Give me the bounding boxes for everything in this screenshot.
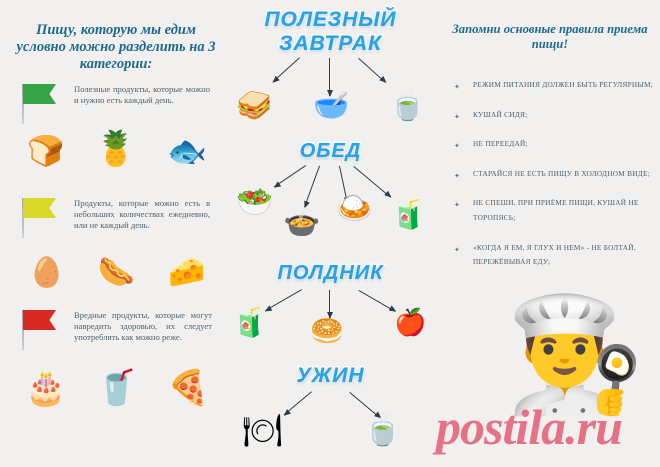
rule-item: ✦ СТАРАЙСЯ НЕ ЕСТЬ ПИЩУ В ХОЛОД­НОМ ВИДЕ… [445,167,657,182]
cola-bottle-icon: 🥤 [95,370,139,407]
bullet-icon: ✦ [454,112,461,121]
apple-icon: 🍎 [394,308,427,337]
yellow-food-row: 🥚 🌭 🧀 [12,258,222,288]
breakfast-title-line-1: ПОЛЕЗНЫЙ [228,8,433,32]
sausages-icon: 🌭 [97,256,136,289]
vegetable-salad-icon: 🥗 [236,186,274,219]
flag-cloth [23,84,56,104]
pizza-icon: 🍕 [167,370,210,407]
red-flag [18,308,64,350]
rule-item: ✦ «КОГДА Я ЕМ, Я ГЛУХ И НЕМ» - НЕ БОЛТАЙ… [445,241,657,270]
green-flag [18,82,64,124]
bullet-icon: ✦ [454,83,461,91]
breakfast-title-stroke-1: ПОЛЕЗНЫЙ [228,7,433,33]
flag-pole [22,198,24,238]
rule-item: ✦ НЕ СПЕШИ, ПРИ ПРИЁМЕ ПИЩИ, КУ­ШАЙ НЕ Т… [445,196,657,225]
eggs-icon: 🥚 [28,257,65,289]
lunch-food-row: 🥗 🍲 🍛 🧃 [228,186,433,252]
cake-icon: 🎂 [24,370,67,407]
chef-cook-character-icon: 👨‍🍳 [505,294,645,418]
orange-juice-icon: 🧃 [232,308,267,339]
flag-cloth [23,198,56,218]
breakfast-food-row: 🥪 🥣 🍵 [236,92,426,121]
left-column: Пищу, которую мы едим условно можно разд… [0,0,228,467]
green-food-row: 🍞 🍍 🐟 [12,131,222,169]
tea-cup-icon: 🍵 [364,414,402,447]
left-header: Пищу, которую мы едим условно можно разд… [16,22,216,73]
bullet-icon: ✦ [454,201,461,210]
breakfast-title-line-2: ЗАВТРАК [228,32,433,56]
breakfast-title-stroke-2: ЗАВТРАК [228,31,433,57]
snack-title-text: ПОЛДНИК [228,262,433,285]
category-green-text: Полезные продукты, кото­рые можно и нужн… [74,84,210,105]
red-food-row: 🎂 🥤 🍕 [10,372,224,406]
bullet-icon: ✦ [454,171,461,180]
fruit-bowl-icon: 🍍 [94,131,137,168]
dinner-food-row: 🍽 🍵 [228,414,433,460]
rule-item: ✦ РЕЖИМ ПИТАНИЯ ДОЛЖЕН БЫТЬ РЕ­ГУЛЯРНЫМ; [445,78,657,93]
dinner-title-stroke: УЖИН [228,363,433,389]
rule-item: ✦ НЕ ПЕРЕЕДАЙ; [445,137,657,152]
rule-text: НЕ СПЕШИ, ПРИ ПРИЁМЕ ПИЩИ, КУ­ШАЙ НЕ ТОР… [473,198,639,222]
grilled-fish-plate-icon: 🍽 [242,412,283,448]
flag-pole [22,84,24,124]
dinner-title-text: УЖИН [228,364,433,388]
cheese-icon: 🧀 [168,256,206,289]
porridge-bowl-icon: 🥣 [312,90,350,122]
borscht-soup-icon: 🍲 [283,206,321,239]
rule-text: «КОГДА Я ЕМ, Я ГЛУХ И НЕМ» - НЕ БОЛТАЙ, … [473,242,636,267]
flag-cloth [23,310,56,330]
right-header: Запомни основные прави­ла приема пищи! [452,22,648,51]
lunch-title-text: ОБЕД [228,140,433,163]
right-column: Запомни основные прави­ла приема пищи! ✦… [433,0,660,467]
rules-list: ✦ РЕЖИМ ПИТАНИЯ ДОЛЖЕН БЫТЬ РЕ­ГУЛЯРНЫМ;… [445,78,657,285]
rule-text: СТАРАЙСЯ НЕ ЕСТЬ ПИЩУ В ХОЛОД­НОМ ВИДЕ; [473,168,650,178]
rule-item: ✦ КУШАЙ СИДЯ; [445,108,657,123]
category-red-text: Вредные продукты, которые могут навредит… [74,310,212,342]
category-yellow-text: Продукты, которые можно есть в небольших… [74,198,210,230]
bullet-icon: ✦ [454,142,461,151]
flag-pole [22,310,24,350]
lunch-title-stroke: ОБЕД [228,139,433,164]
watermark: postila.ru [436,399,623,455]
snack-title-stroke: ПОЛДНИК [228,261,433,286]
center-column: ПОЛЕЗНЫЙ ПОЛЕЗНЫЙ ЗАВТРАК ЗАВТРАК 🥪 🥣 🍵 … [228,0,433,467]
main-dish-icon: 🍛 [336,192,374,225]
yellow-flag [18,196,64,238]
bullet-icon: ✦ [454,245,461,254]
rule-text: КУШАЙ СИДЯ; [473,109,528,119]
fish-icon: 🐟 [167,133,207,169]
bread-loaves-icon: 🍞 [27,135,65,168]
bun-icon: 🥯 [310,316,344,346]
rule-text: РЕЖИМ ПИТАНИЯ ДОЛЖЕН БЫТЬ РЕ­ГУЛЯРНЫМ; [473,80,654,89]
tea-with-lemon-icon: 🍵 [389,90,426,122]
cheese-sandwich-icon: 🥪 [236,90,273,122]
snack-food-row: 🧃 🥯 🍎 [228,306,433,352]
rule-text: НЕ ПЕРЕЕДАЙ; [473,139,528,149]
berry-juice-icon: 🧃 [391,200,426,231]
